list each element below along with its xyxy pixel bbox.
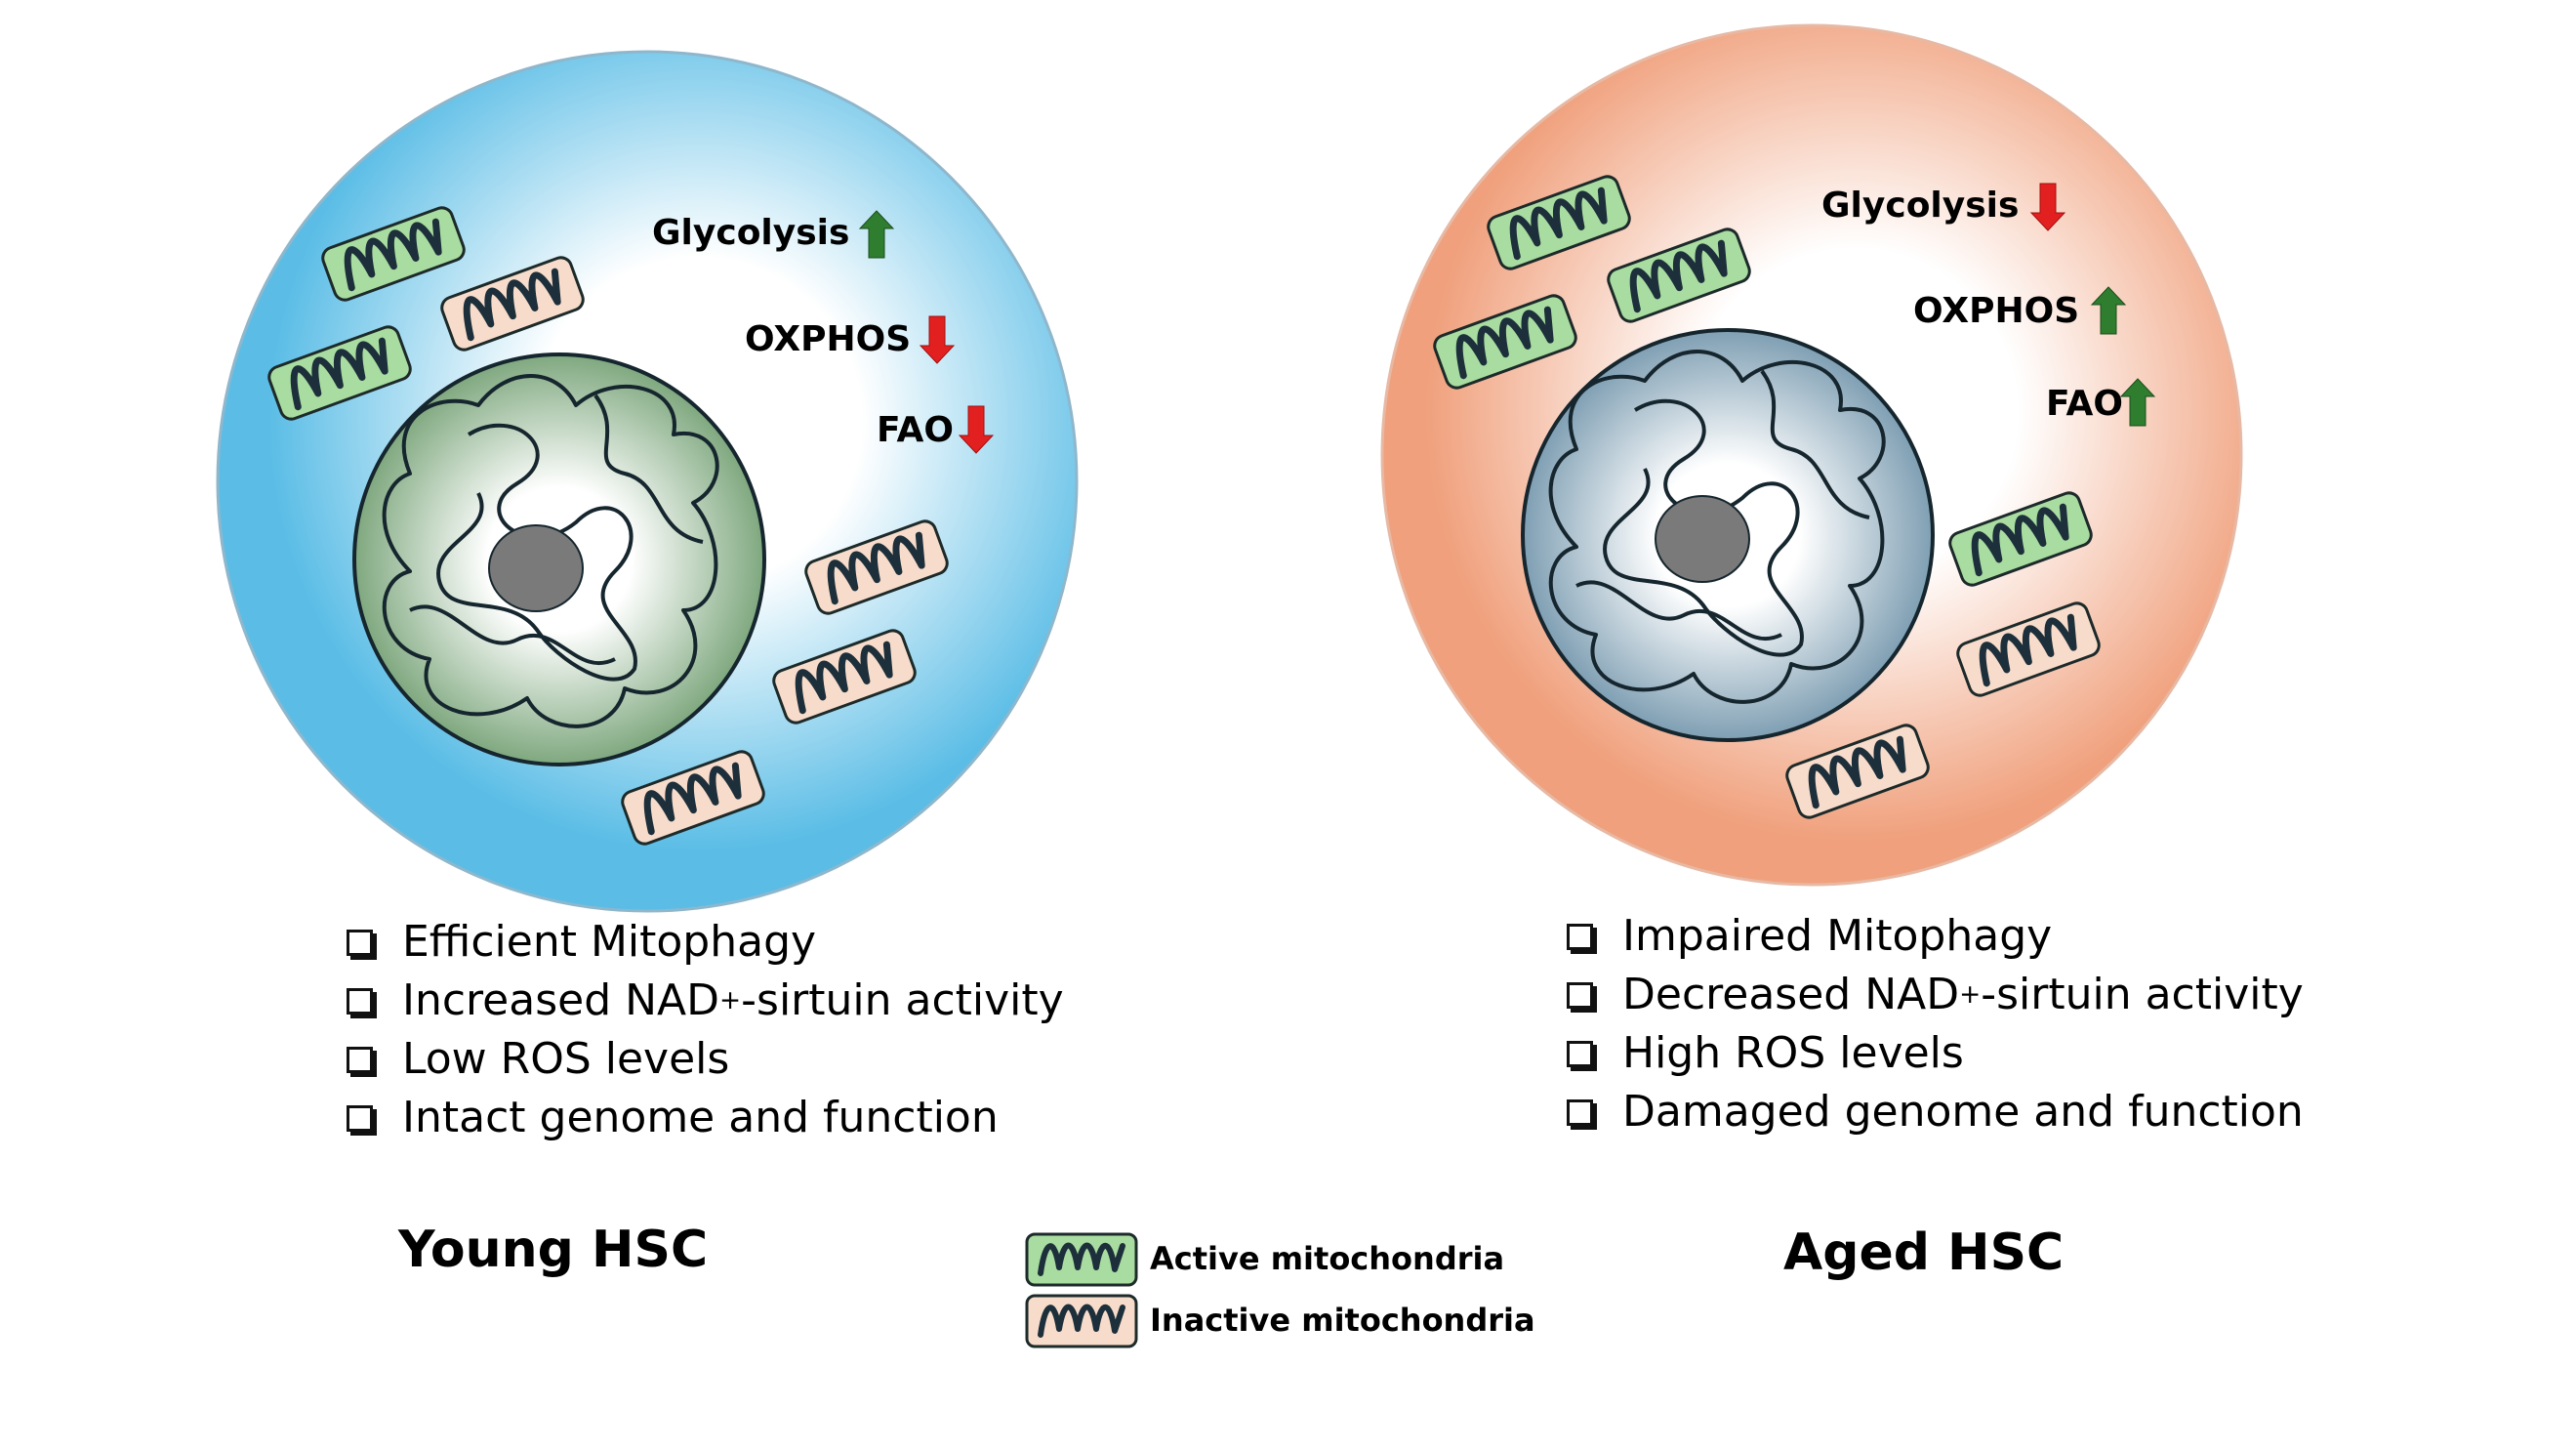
young-feature-item: Low ROS levels	[347, 1030, 1064, 1089]
aged-cell	[1380, 23, 2243, 887]
aged-feature-list: Impaired Mitophagy Decreased NAD+-sirtui…	[1567, 907, 2304, 1141]
legend-active-icon	[1025, 1232, 1138, 1287]
young-feature-text: Intact genome and function	[402, 1093, 999, 1142]
aged-hsc-title: Aged HSC	[1783, 1223, 2065, 1282]
aged-feature-item: High ROS levels	[1567, 1024, 2304, 1083]
superscript: +	[719, 985, 742, 1015]
aged-feature-item: Damaged genome and function	[1567, 1083, 2304, 1141]
aged-feature-text: Impaired Mitophagy	[1622, 911, 2053, 961]
young-glycolysis-label: Glycolysis	[652, 213, 850, 253]
legend-inactive-icon	[1025, 1294, 1138, 1348]
checkbox-icon	[1567, 1098, 1593, 1126]
checkbox-icon	[1567, 923, 1593, 950]
young-feature-item: Efficient Mitophagy	[347, 913, 1064, 972]
young-fao-label: FAO	[877, 410, 954, 450]
young-oxphos-label: OXPHOS	[745, 319, 912, 359]
young-feature-text: Increased NAD	[402, 975, 720, 1025]
aged-feature-item: Impaired Mitophagy	[1567, 907, 2304, 966]
aged-feature-text: Damaged genome and function	[1622, 1087, 2304, 1137]
aged-feature-text: High ROS levels	[1622, 1028, 1964, 1078]
superscript: +	[1959, 979, 1982, 1010]
aged-nucleolus	[1655, 495, 1750, 583]
young-feature-text: Low ROS levels	[402, 1034, 730, 1084]
checkbox-icon	[1567, 981, 1593, 1009]
young-feature-text-suffix: -sirtuin activity	[741, 975, 1064, 1025]
young-feature-list: Efficient Mitophagy Increased NAD+-sirtu…	[347, 913, 1064, 1147]
legend-inactive-label: Inactive mitochondria	[1150, 1302, 1535, 1339]
legend-active-label: Active mitochondria	[1150, 1240, 1505, 1277]
checkbox-icon	[347, 1104, 373, 1132]
checkbox-icon	[347, 1046, 373, 1073]
aged-feature-text: Decreased NAD	[1622, 970, 1960, 1019]
checkbox-icon	[347, 987, 373, 1015]
young-nucleus	[352, 352, 766, 766]
young-cell	[216, 50, 1079, 913]
checkbox-icon	[1567, 1040, 1593, 1067]
young-nucleolus	[488, 524, 584, 612]
aged-glycolysis-label: Glycolysis	[1821, 186, 2020, 226]
aged-oxphos-label: OXPHOS	[1913, 291, 2080, 331]
aged-nucleus	[1521, 328, 1935, 742]
young-hsc-title: Young HSC	[398, 1221, 709, 1279]
aged-feature-text-suffix: -sirtuin activity	[1981, 970, 2304, 1019]
young-feature-text: Efficient Mitophagy	[402, 917, 817, 967]
young-feature-item: Intact genome and function	[347, 1089, 1064, 1147]
checkbox-icon	[347, 929, 373, 956]
aged-fao-label: FAO	[2046, 384, 2123, 424]
aged-feature-item: Decreased NAD+-sirtuin activity	[1567, 966, 2304, 1024]
young-feature-item: Increased NAD+-sirtuin activity	[347, 972, 1064, 1030]
